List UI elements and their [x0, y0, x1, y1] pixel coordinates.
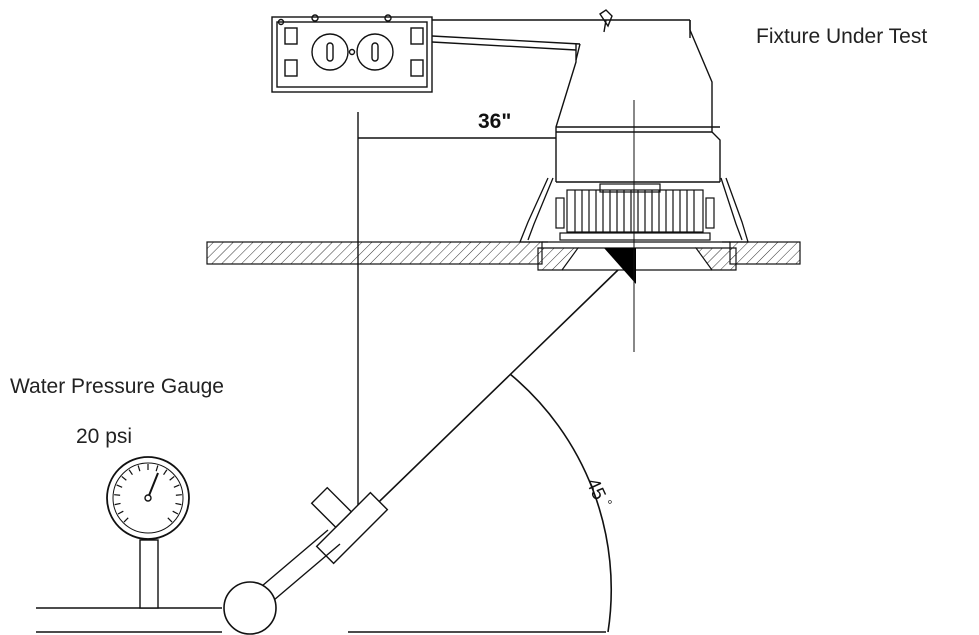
gauge-tick [172, 510, 179, 515]
gauge-tick [169, 475, 175, 481]
gauge-tick [173, 484, 180, 488]
distance-label: 36" [478, 110, 511, 133]
angle-arc [509, 373, 613, 633]
gauge-tick [117, 510, 124, 515]
trim-ring [537, 247, 737, 271]
gauge-title: Water Pressure Gauge [10, 375, 224, 398]
gauge-tick [167, 517, 173, 523]
mounting-bracket [431, 9, 691, 61]
target-point [604, 248, 636, 284]
gauge-tick [116, 484, 123, 488]
gauge-ticks [114, 464, 182, 523]
gauge-tick [175, 502, 182, 506]
gauge-tick [128, 469, 133, 476]
gauge-needle [147, 472, 159, 499]
junction-box [271, 14, 433, 93]
gauge-tick [123, 517, 129, 523]
pressure-gauge [106, 456, 190, 609]
nozzle [310, 486, 389, 565]
fixture-label: Fixture Under Test [756, 25, 928, 48]
outlet-icon [311, 33, 394, 71]
supply-pipe [36, 607, 606, 633]
gauge-tick [175, 494, 182, 496]
gauge-tick [163, 469, 168, 476]
ceiling [206, 241, 801, 265]
angle-unit: ° [600, 498, 616, 509]
pipe-arm [261, 529, 341, 601]
led-module [555, 183, 715, 241]
gauge-tick [121, 475, 127, 481]
angle-value: 45 [581, 475, 609, 503]
ball-valve [223, 581, 277, 635]
gauge-value: 20 psi [76, 425, 133, 448]
gauge-tick [114, 502, 121, 506]
spray-line [351, 269, 619, 529]
gauge-tick [114, 494, 121, 496]
gauge-tick [137, 465, 141, 472]
gauge-tick [155, 465, 159, 472]
